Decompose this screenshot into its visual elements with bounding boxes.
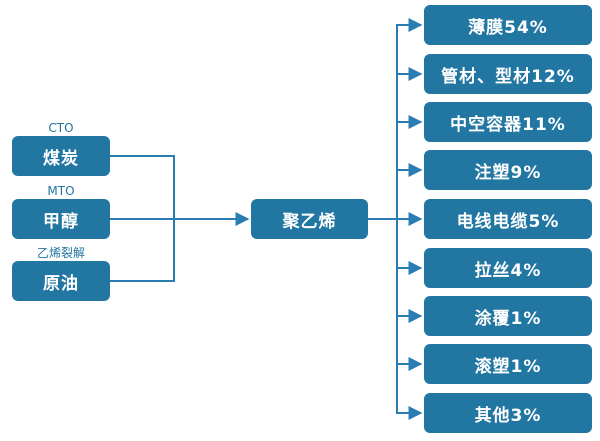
node-crude-oil: 原油 xyxy=(12,261,110,301)
node-app-wire-drawing: 拉丝4% xyxy=(424,248,592,288)
process-caption-cto: CTO xyxy=(48,121,74,135)
node-coal: 煤炭 xyxy=(12,136,110,176)
node-app-film: 薄膜54% xyxy=(424,5,592,45)
node-app-coating: 涂覆1% xyxy=(424,296,592,336)
node-app-pipe-profile: 管材、型材12% xyxy=(424,54,592,94)
node-app-wire-cable: 电线电缆5% xyxy=(424,199,592,239)
node-app-injection-molding: 注塑9% xyxy=(424,150,592,190)
process-caption-ethylene-cracking: 乙烯裂解 xyxy=(36,246,85,260)
node-app-hollow-container: 中空容器11% xyxy=(424,102,592,142)
node-polyethylene: 聚乙烯 xyxy=(251,199,368,239)
process-caption-mto: MTO xyxy=(47,184,75,198)
node-app-rotomolding: 滚塑1% xyxy=(424,344,592,384)
node-app-other: 其他3% xyxy=(424,393,592,433)
node-methanol: 甲醇 xyxy=(12,199,110,239)
